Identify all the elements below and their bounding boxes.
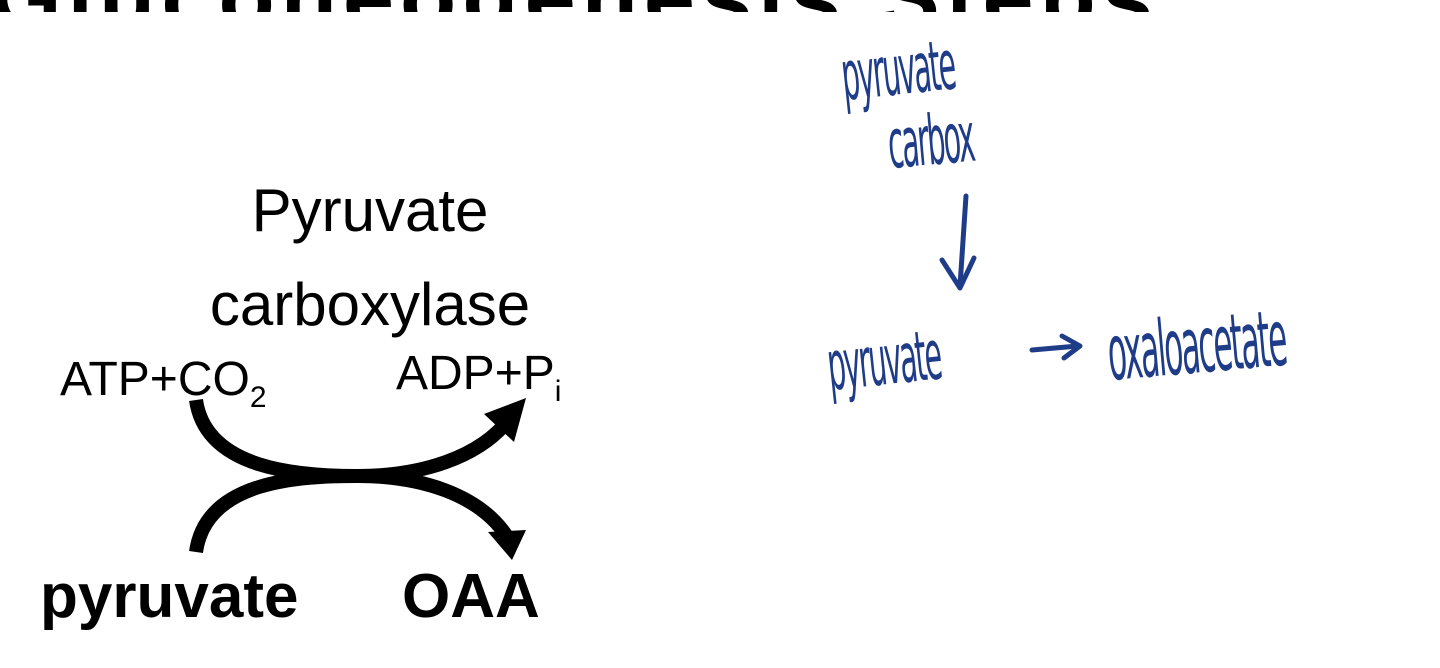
note-down-arrow <box>939 193 977 291</box>
slide-title-strip: Gluconeogenesis Steps <box>0 0 1440 12</box>
note-substrate: pyruvate <box>823 316 944 407</box>
cofactor-input-text: ATP+CO <box>60 353 250 406</box>
slide-title: Gluconeogenesis Steps <box>0 0 1159 12</box>
substrate-arrowhead <box>488 530 526 560</box>
cofactor-input: ATP+CO2 <box>60 353 267 413</box>
note-product: oxaloacetate <box>1104 292 1290 398</box>
substrate-arrow <box>189 468 514 554</box>
note-right-arrow <box>1029 333 1083 361</box>
enzyme-label: Pyruvate carboxylase <box>140 164 600 352</box>
cofactor-input-subscript: 2 <box>249 381 267 414</box>
cofactor-output: ADP+Pi <box>396 347 561 407</box>
note-enzyme-line2: carbox <box>885 98 978 185</box>
cofactor-arrowhead <box>484 398 526 442</box>
handwritten-notes: pyruvate carbox pyruvate oxaloacetate <box>823 26 1290 407</box>
note-enzyme-line1: pyruvate <box>837 26 958 117</box>
cofactor-output-subscript: i <box>554 375 562 408</box>
substrate-label: pyruvate <box>40 562 299 631</box>
cofactor-output-text: ADP+P <box>396 347 555 400</box>
enzyme-label-line1: Pyruvate <box>251 177 489 244</box>
cofactor-arrow <box>189 398 516 484</box>
enzyme-label-line2: carboxylase <box>209 271 531 338</box>
product-label: OAA <box>402 562 540 631</box>
